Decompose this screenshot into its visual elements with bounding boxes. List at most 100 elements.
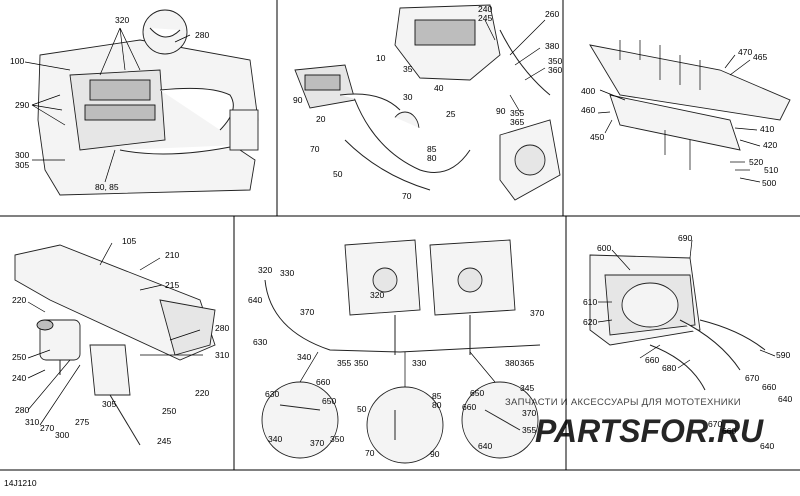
callout-label: 50 [333,169,343,179]
panel-grid [0,0,800,471]
callout-label: 370 [530,308,544,318]
panel-heater-unit: 690 600 610 620 660 680 590 670 660 640 … [583,233,792,451]
panel-hose-routing: 320 330 640 370 630 340 355 350 320 330 … [248,239,544,464]
callout-label: 690 [678,233,692,243]
callout-label: 240 [478,4,492,14]
callout-label: 365 [520,358,534,368]
callout-label: 355 [510,108,524,118]
callout-label: 305 [15,160,29,170]
callout-label: 275 [75,417,89,427]
callout-label: 240 [12,373,26,383]
callout-label: 50 [357,404,367,414]
callout-label: 670 [745,373,759,383]
callout-label: 270 [40,423,54,433]
callout-label: 640 [478,441,492,451]
callout-label: 330 [412,358,426,368]
callout-label: 340 [268,434,282,444]
callout-label: 370 [310,438,324,448]
callout-label: 680 [662,363,676,373]
callout-label: 350 [354,358,368,368]
callout-label: 660 [722,426,736,436]
callout-label: 70 [310,144,320,154]
callout-label: 85 [427,144,437,154]
detail-circle-right [461,381,539,459]
callout-label: 660 [316,377,330,387]
callout-label: 25 [446,109,456,119]
callout-label: 650 [322,396,336,406]
callout-label: 350 [548,56,562,66]
callout-label: 660 [645,355,659,365]
callout-label: 590 [776,350,790,360]
callout-label: 450 [590,132,604,142]
callout-label: 600 [597,243,611,253]
callout-label: 90 [430,449,440,459]
callout-label: 245 [478,13,492,23]
panel-tray-hardware: 470 465 400 460 450 410 420 520 510 500 [581,40,791,188]
callout-label: 350 [330,434,344,444]
callout-label: 90 [496,106,506,116]
callout-label: 620 [583,317,597,327]
figure-code: 14J1210 [4,478,37,488]
callout-label: 320 [258,265,272,275]
callout-label: 610 [583,297,597,307]
callout-label: 40 [434,83,444,93]
callout-label: 640 [760,441,774,451]
callout-label: 80, 85 [95,182,119,192]
callout-label: 105 [122,236,136,246]
callout-label: 460 [581,105,595,115]
callout-label: 215 [165,280,179,290]
panel-engine-overview: 320 280 100 290 300 305 80, 85 [10,9,259,196]
callout-label: 310 [25,417,39,427]
callout-label: 355 [522,425,536,435]
callout-label: 410 [760,124,774,134]
callout-label: 260 [545,9,559,19]
callout-label: 380 [505,358,519,368]
callout-label: 245 [157,436,171,446]
callout-label: 10 [376,53,386,63]
callout-label: 630 [265,389,279,399]
callout-label: 85 [432,391,442,401]
callout-label: 300 [55,430,69,440]
callout-label: 370 [300,307,314,317]
callout-label: 20 [316,114,326,124]
callout-label: 320 [115,15,129,25]
callout-label: 660 [462,402,476,412]
callout-label: 70 [402,191,412,201]
callout-label: 345 [520,383,534,393]
callout-label: 640 [778,394,792,404]
callout-label: 280 [195,30,209,40]
callout-label: 355 [337,358,351,368]
callout-label: 35 [403,64,413,74]
callout-label: 330 [280,268,294,278]
watermark-tagline: ЗАПЧАСТИ И АКСЕССУАРЫ ДЛЯ МОТОТЕХНИКИ [505,397,741,408]
callout-label: 250 [162,406,176,416]
watermark: ЗАПЧАСТИ И АКСЕССУАРЫ ДЛЯ МОТОТЕХНИКИ PA… [505,397,764,449]
panel-intake-duct: 240 245 260 380 350 360 355 365 10 35 40… [293,4,562,201]
callout-label: 470 [738,47,752,57]
callout-label: 340 [297,352,311,362]
callout-label: 650 [470,388,484,398]
callout-label: 80 [427,153,437,163]
callout-label: 520 [749,157,763,167]
callout-label: 640 [248,295,262,305]
panel-coolant-reservoir: 105 210 215 220 280 310 250 240 220 300 … [12,236,229,446]
callout-label: 360 [548,65,562,75]
callout-label: 380 [545,41,559,51]
callout-label: 210 [165,250,179,260]
callout-label: 510 [764,165,778,175]
callout-label: 100 [10,56,24,66]
callout-label: 310 [215,350,229,360]
callout-label: 660 [762,382,776,392]
callout-label: 365 [510,117,524,127]
callout-label: 90 [293,95,303,105]
callout-label: 30 [403,92,413,102]
callout-label: 500 [762,178,776,188]
callout-label: 280 [215,323,229,333]
callout-label: 290 [15,100,29,110]
callout-label: 420 [763,140,777,150]
callout-label: 80 [432,400,442,410]
watermark-brand: PARTSFOR.RU [535,413,764,449]
callout-label: 400 [581,86,595,96]
